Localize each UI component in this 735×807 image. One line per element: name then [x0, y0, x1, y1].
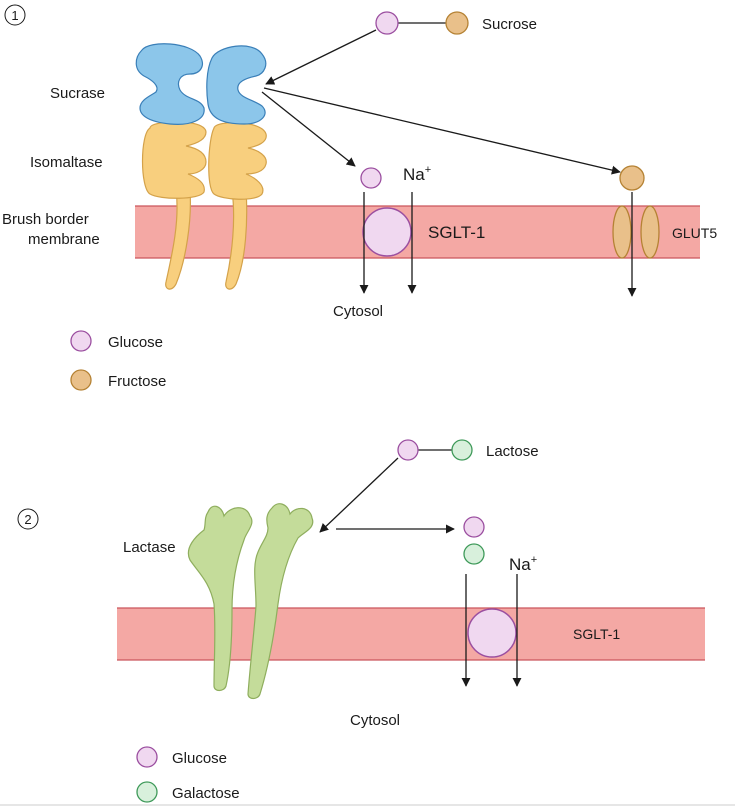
- isomaltase-left-subunit: [141, 121, 207, 199]
- legend-galactose-swatch: [136, 781, 158, 803]
- legend-glucose-label-1: Glucose: [108, 334, 163, 351]
- legend-glucose-swatch-1: [70, 330, 92, 352]
- panel-1-number-circle: [4, 4, 26, 26]
- legend-glucose-swatch-2: [136, 746, 158, 768]
- lactose-galactose-unit: [451, 439, 473, 461]
- sucrase-right-subunit: [206, 45, 267, 125]
- lactose-label: Lactose: [486, 443, 539, 460]
- released-glucose: [360, 167, 382, 189]
- panel-2-number-circle: [17, 508, 39, 530]
- legend-fructose-label: Fructose: [108, 373, 166, 390]
- arrow-sucrase-to-glucose: [261, 91, 356, 167]
- sglt1-transporter-2: [467, 608, 517, 658]
- isomaltase-left-stalk: [165, 189, 191, 290]
- legend-galactose-label: Galactose: [172, 785, 240, 802]
- arrow-sucrose-to-sucrase: [265, 29, 377, 85]
- released-glucose-2: [463, 516, 485, 538]
- legend-fructose-swatch: [70, 369, 92, 391]
- glut5-right-half: [640, 205, 660, 259]
- sucrose-label: Sucrose: [482, 16, 537, 33]
- lactase-right-subunit: [247, 503, 314, 700]
- membrane-label-line1: Brush border: [2, 211, 89, 228]
- lactose-glucose-unit: [397, 439, 419, 461]
- isomaltase-right-subunit: [208, 122, 267, 200]
- sglt1-transporter-1: [362, 207, 412, 257]
- cytosol-label-2: Cytosol: [350, 712, 400, 729]
- sodium-label-1: Na+: [403, 164, 431, 184]
- lactase-label: Lactase: [123, 539, 176, 556]
- sucrose-glucose-unit: [375, 11, 399, 35]
- panel-2-number: 2: [24, 512, 31, 527]
- cytosol-label-1: Cytosol: [333, 303, 383, 320]
- sglt1-label-1: SGLT-1: [428, 223, 485, 242]
- arrow-lactose-to-lactase: [319, 457, 399, 533]
- membrane-label-line2: membrane: [28, 231, 100, 248]
- glut5-label: GLUT5: [672, 225, 717, 241]
- sucrase-left-subunit: [135, 43, 205, 125]
- isomaltase-right-stalk: [225, 189, 248, 290]
- sodium-label-2: Na+: [509, 554, 537, 574]
- panel-2: 2 Lactase Lactose Na+ SGLT-1 Cytosol Glu…: [17, 439, 705, 803]
- released-fructose: [619, 165, 645, 191]
- sucrase-label: Sucrase: [50, 85, 105, 102]
- sglt1-label-2: SGLT-1: [573, 626, 620, 642]
- legend-glucose-label-2: Glucose: [172, 750, 227, 767]
- sucrose-fructose-unit: [445, 11, 469, 35]
- isomaltase-label: Isomaltase: [30, 154, 103, 171]
- released-galactose: [463, 543, 485, 565]
- glut5-left-half: [612, 205, 632, 259]
- arrow-sucrase-to-fructose: [263, 87, 621, 175]
- brush-border-membrane-1: [135, 206, 700, 258]
- panel-1: 1 Sucrase Isomaltase Brush border membra…: [2, 4, 717, 391]
- lactase-left-subunit: [187, 505, 253, 692]
- panel-1-number: 1: [11, 8, 18, 23]
